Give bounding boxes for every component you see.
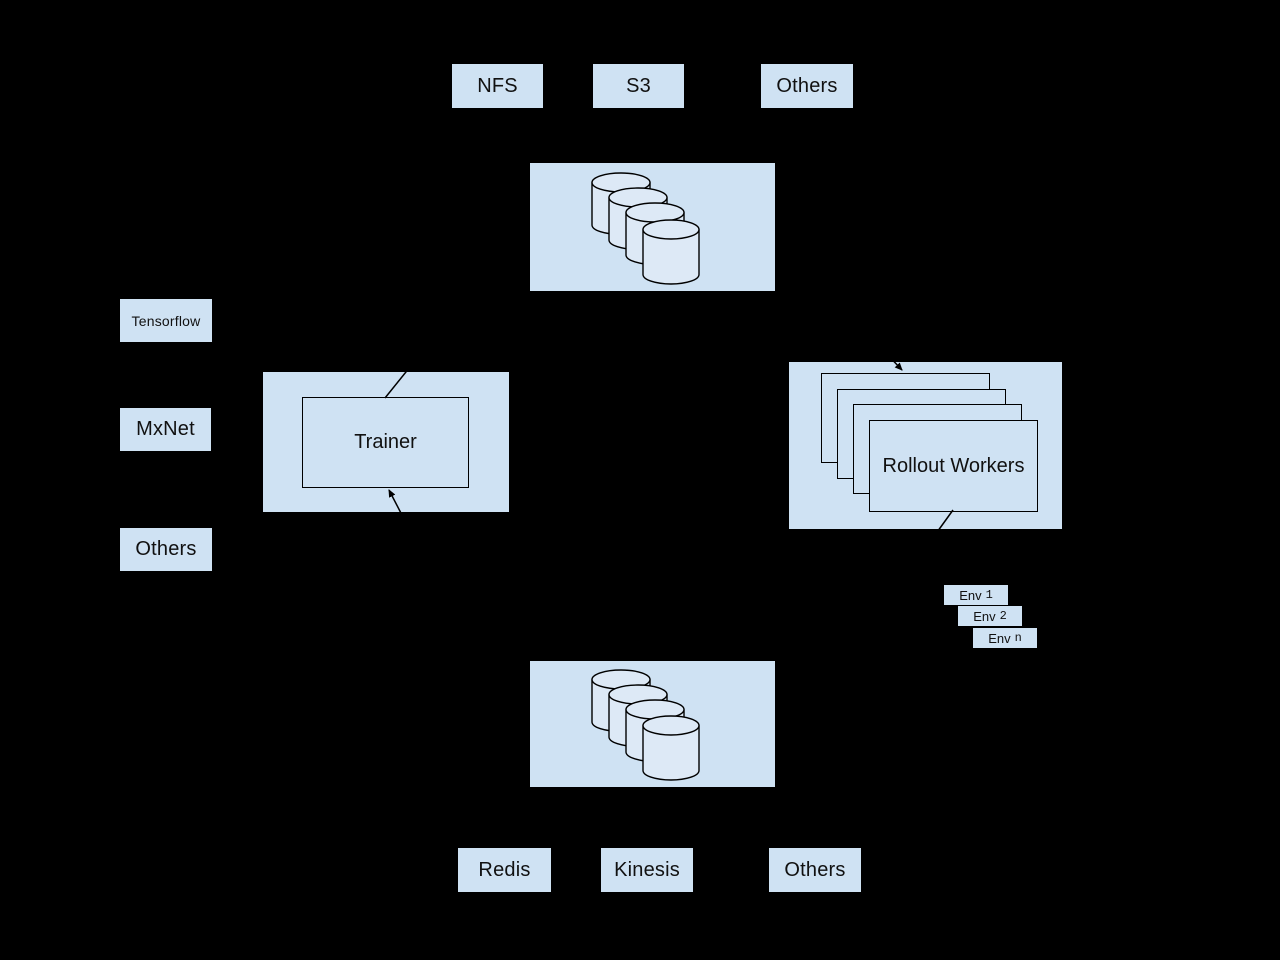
queue-storage-container — [530, 661, 775, 787]
others-bottom-box: Others — [769, 848, 861, 892]
env-1-index: 1 — [985, 588, 993, 602]
database-stack-icon — [591, 669, 700, 781]
nfs-label: NFS — [477, 74, 518, 97]
kinesis-label: Kinesis — [614, 858, 680, 881]
env-2-name: Env — [973, 608, 996, 624]
trainer-container: Trainer — [263, 372, 509, 512]
env-2-index: 2 — [999, 609, 1007, 623]
env-1-name: Env — [959, 587, 982, 603]
trainer-label: Trainer — [354, 431, 417, 453]
redis-label: Redis — [478, 858, 531, 881]
others-top-label: Others — [776, 74, 838, 97]
env-n-name: Env — [988, 630, 1011, 646]
trainer-box: Trainer — [302, 397, 469, 488]
rollout-worker-card-front: Rollout Workers — [869, 420, 1038, 512]
database-stack-icon — [591, 172, 700, 285]
kinesis-box: Kinesis — [601, 848, 693, 892]
replay-storage-container — [530, 163, 775, 291]
s3-box: S3 — [593, 64, 684, 108]
rollout-workers-label: Rollout Workers — [882, 454, 1025, 477]
mxnet-label: MxNet — [136, 418, 195, 440]
env-n-index: n — [1014, 631, 1022, 645]
others-bottom-label: Others — [784, 858, 846, 881]
mxnet-box: MxNet — [120, 408, 211, 451]
tensorflow-label: Tensorflow — [131, 312, 201, 329]
redis-box: Redis — [458, 848, 551, 892]
tensorflow-box: Tensorflow — [120, 299, 212, 342]
rollout-workers-container: Rollout Workers — [789, 362, 1062, 529]
nfs-box: NFS — [452, 64, 543, 108]
s3-label: S3 — [626, 74, 651, 97]
others-framework-label: Others — [135, 538, 197, 560]
others-framework-box: Others — [120, 528, 212, 571]
others-top-box: Others — [761, 64, 853, 108]
